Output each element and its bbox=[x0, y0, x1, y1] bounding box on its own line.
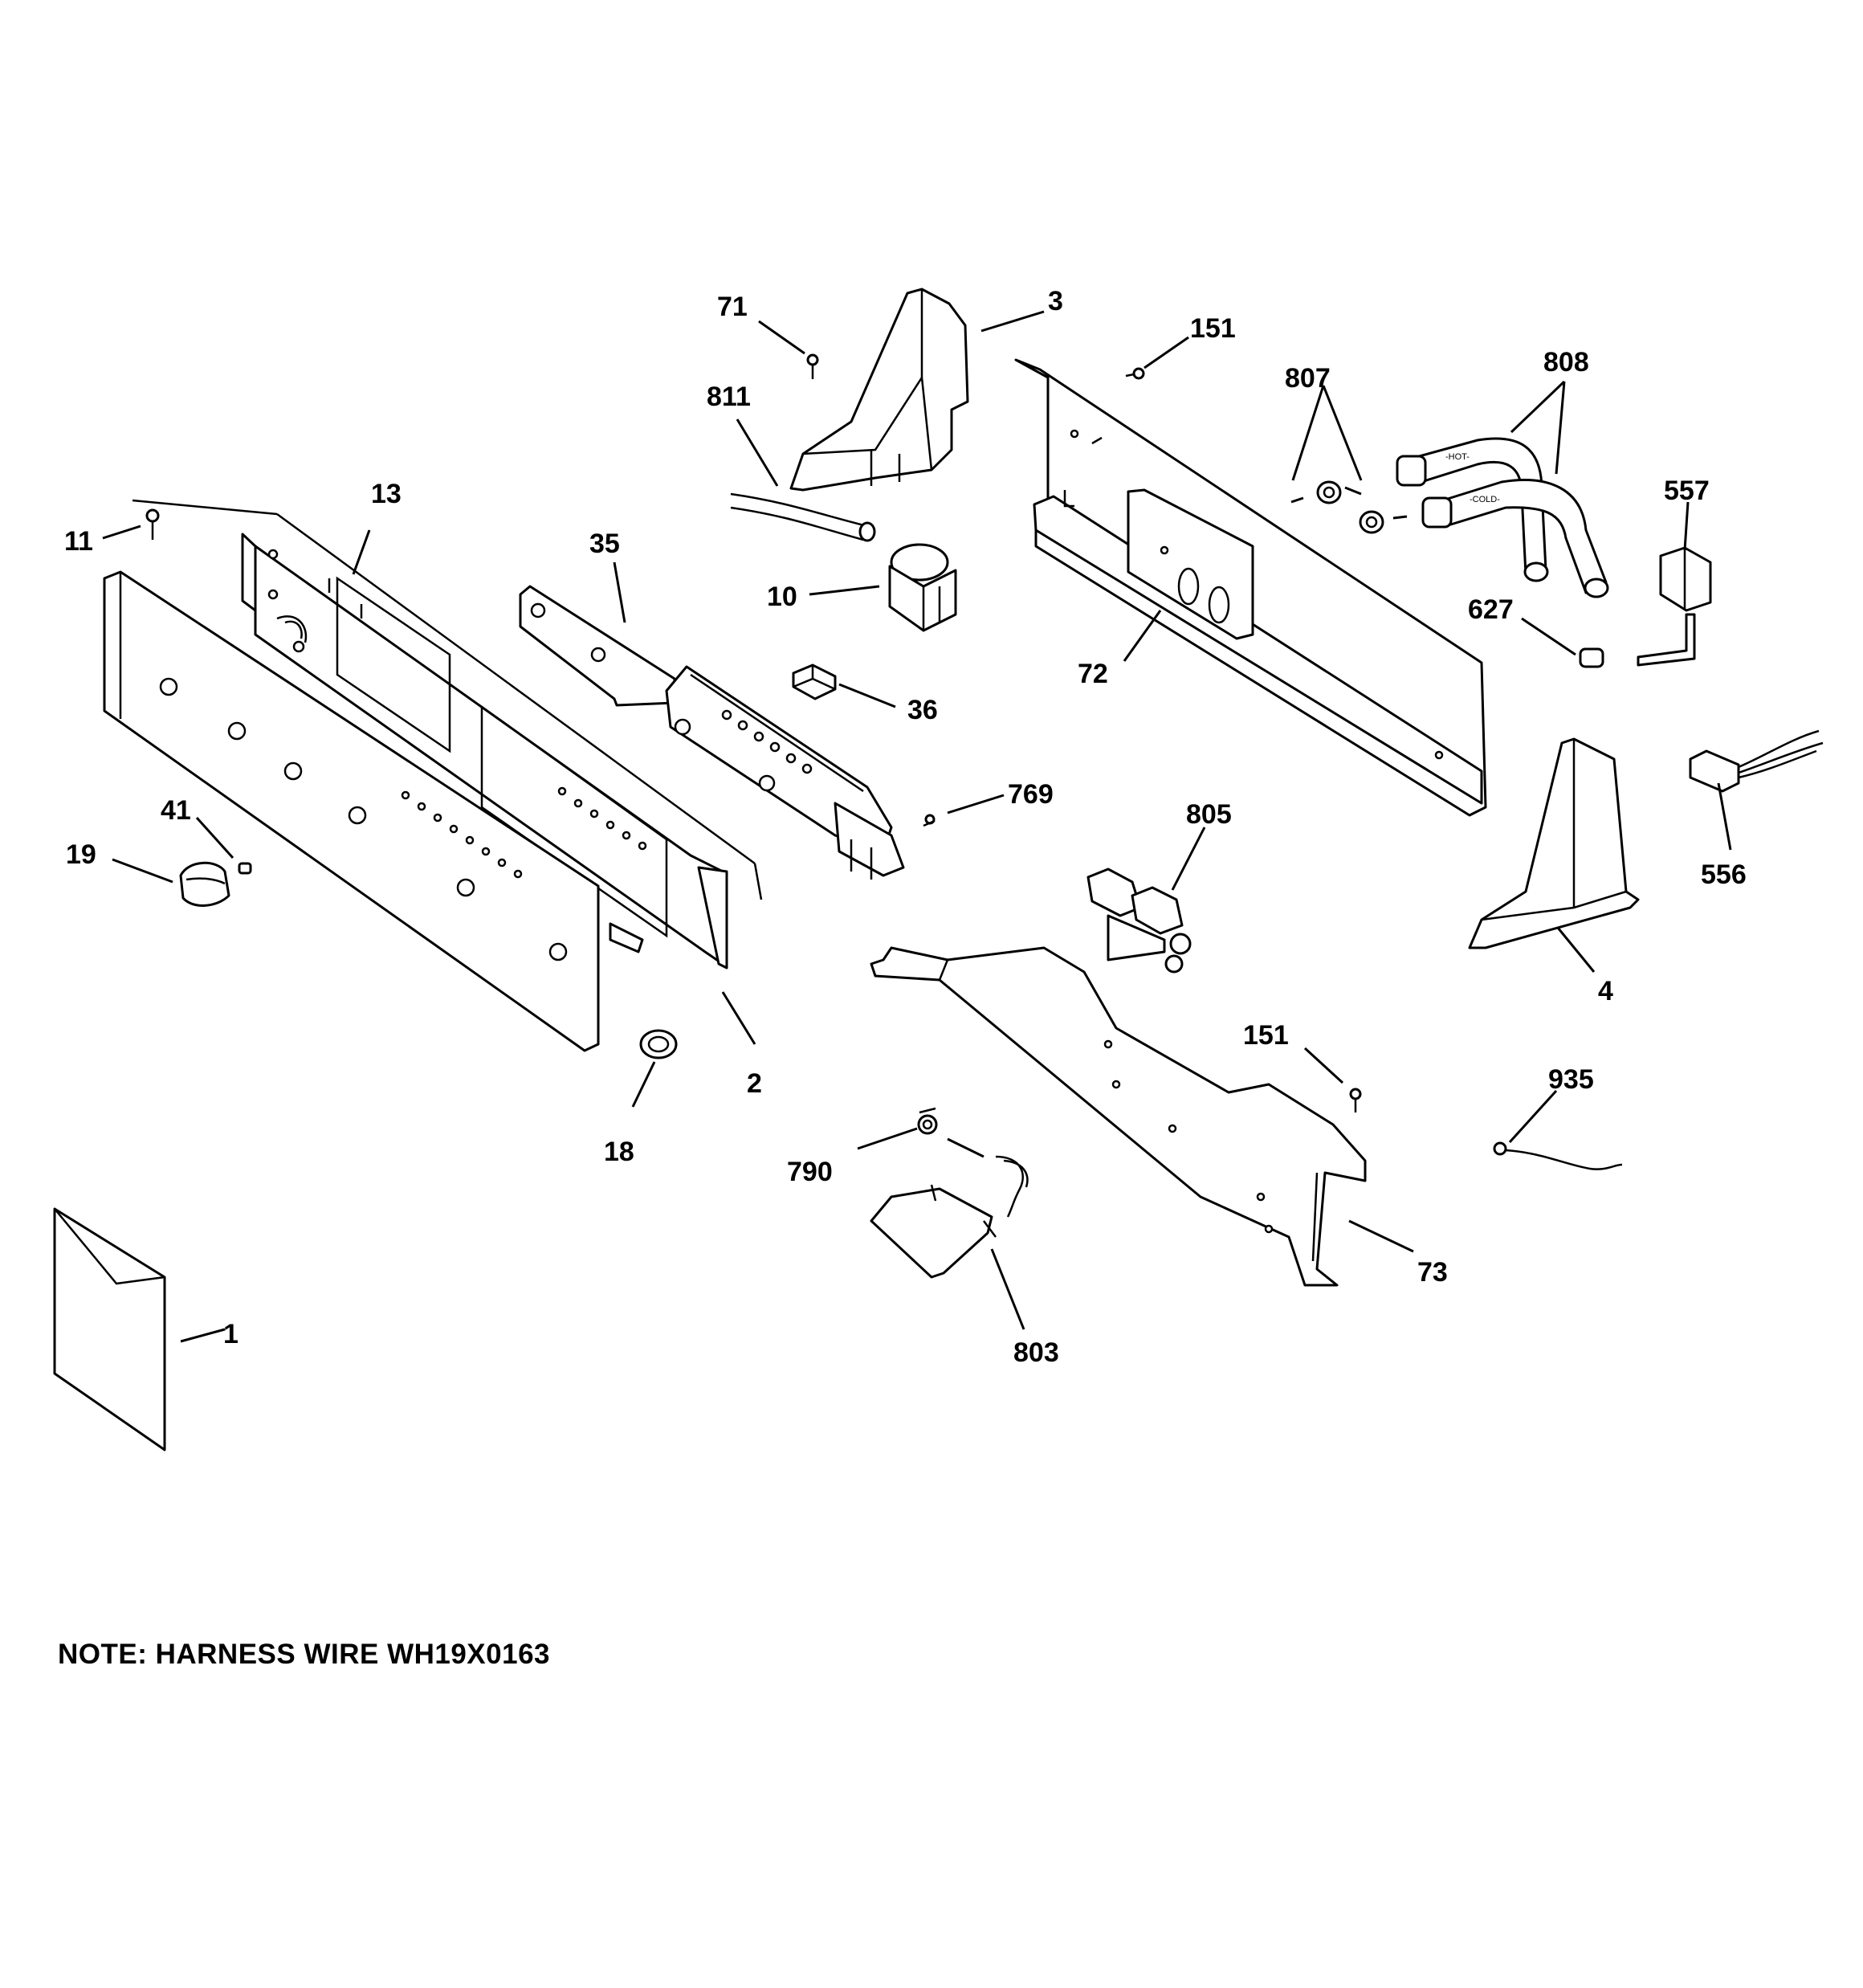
part-935-ground-wire bbox=[1493, 1141, 1623, 1170]
callout-3: 3 bbox=[1048, 286, 1063, 316]
callout-1: 1 bbox=[223, 1319, 238, 1349]
callout-72: 72 bbox=[1078, 659, 1108, 689]
callout-73: 73 bbox=[1417, 1257, 1448, 1288]
part-807-washers bbox=[1316, 480, 1384, 534]
callout-2: 2 bbox=[747, 1068, 762, 1099]
part-151-screw-lower bbox=[1349, 1088, 1362, 1112]
callout-36: 36 bbox=[907, 695, 938, 725]
callout-11: 11 bbox=[64, 526, 93, 557]
callout-556: 556 bbox=[1701, 859, 1747, 890]
harness-wire-note: NOTE: HARNESS WIRE WH19X0163 bbox=[58, 1639, 551, 1670]
control-board-housing bbox=[665, 665, 905, 880]
callout-811: 811 bbox=[707, 382, 751, 412]
part-41-clip bbox=[238, 862, 252, 875]
part-808-hoses: -HOT- -COLD- bbox=[1396, 437, 1609, 598]
callout-805: 805 bbox=[1186, 799, 1232, 830]
callout-935: 935 bbox=[1548, 1064, 1594, 1095]
part-2-end-cap bbox=[609, 866, 728, 970]
leader-lines bbox=[102, 310, 1732, 1343]
part-1-literature-bag bbox=[53, 1207, 166, 1451]
part-805-water-valve bbox=[1086, 867, 1192, 974]
callout-18: 18 bbox=[604, 1137, 634, 1167]
part-556-connector bbox=[1689, 729, 1824, 793]
part-11-screw bbox=[145, 508, 160, 540]
callout-41: 41 bbox=[161, 795, 191, 826]
callout-151-upper: 151 bbox=[1190, 313, 1236, 344]
callout-10: 10 bbox=[767, 582, 797, 612]
part-769-screw bbox=[923, 814, 936, 827]
part-151-screw-upper bbox=[1125, 367, 1145, 380]
callout-627: 627 bbox=[1468, 594, 1514, 625]
part-13-control-panel-frame bbox=[132, 499, 763, 965]
part-803-harness-bracket bbox=[870, 1155, 1029, 1279]
part-557-switch bbox=[1637, 546, 1712, 667]
callout-71: 71 bbox=[717, 292, 748, 322]
control-panel-front bbox=[103, 570, 600, 1052]
part-18-bushing bbox=[639, 1029, 678, 1059]
callout-808: 808 bbox=[1543, 347, 1589, 378]
callout-803: 803 bbox=[1013, 1337, 1059, 1368]
part-19-knob bbox=[179, 861, 230, 907]
part-35-bracket bbox=[519, 585, 676, 707]
callout-769: 769 bbox=[1008, 779, 1054, 810]
callout-4: 4 bbox=[1598, 976, 1613, 1006]
hose-label-cold: -COLD- bbox=[1470, 495, 1500, 504]
part-811-tube bbox=[730, 492, 876, 542]
part-627-cap bbox=[1579, 647, 1604, 668]
hose-label-hot: -HOT- bbox=[1445, 452, 1470, 462]
part-72-backsplash-panel bbox=[1014, 358, 1487, 817]
part-3-end-cap-left bbox=[789, 288, 969, 492]
part-73-lower-bracket bbox=[870, 946, 1367, 1287]
callout-151-lower: 151 bbox=[1243, 1020, 1289, 1051]
part-71-screw bbox=[806, 353, 819, 379]
part-4-end-cap-right bbox=[1468, 737, 1640, 949]
callouts: 71 3 151 807 808 811 557 13 35 11 10 627… bbox=[64, 286, 1747, 1368]
part-10-pressure-switch bbox=[888, 543, 957, 632]
part-790-clamp bbox=[917, 1107, 938, 1135]
callout-807: 807 bbox=[1285, 363, 1331, 394]
callout-35: 35 bbox=[589, 529, 620, 559]
callout-790: 790 bbox=[787, 1157, 833, 1187]
callout-13: 13 bbox=[371, 479, 402, 509]
part-36-connector bbox=[792, 663, 837, 700]
callout-19: 19 bbox=[66, 839, 96, 870]
callout-557: 557 bbox=[1664, 476, 1710, 506]
